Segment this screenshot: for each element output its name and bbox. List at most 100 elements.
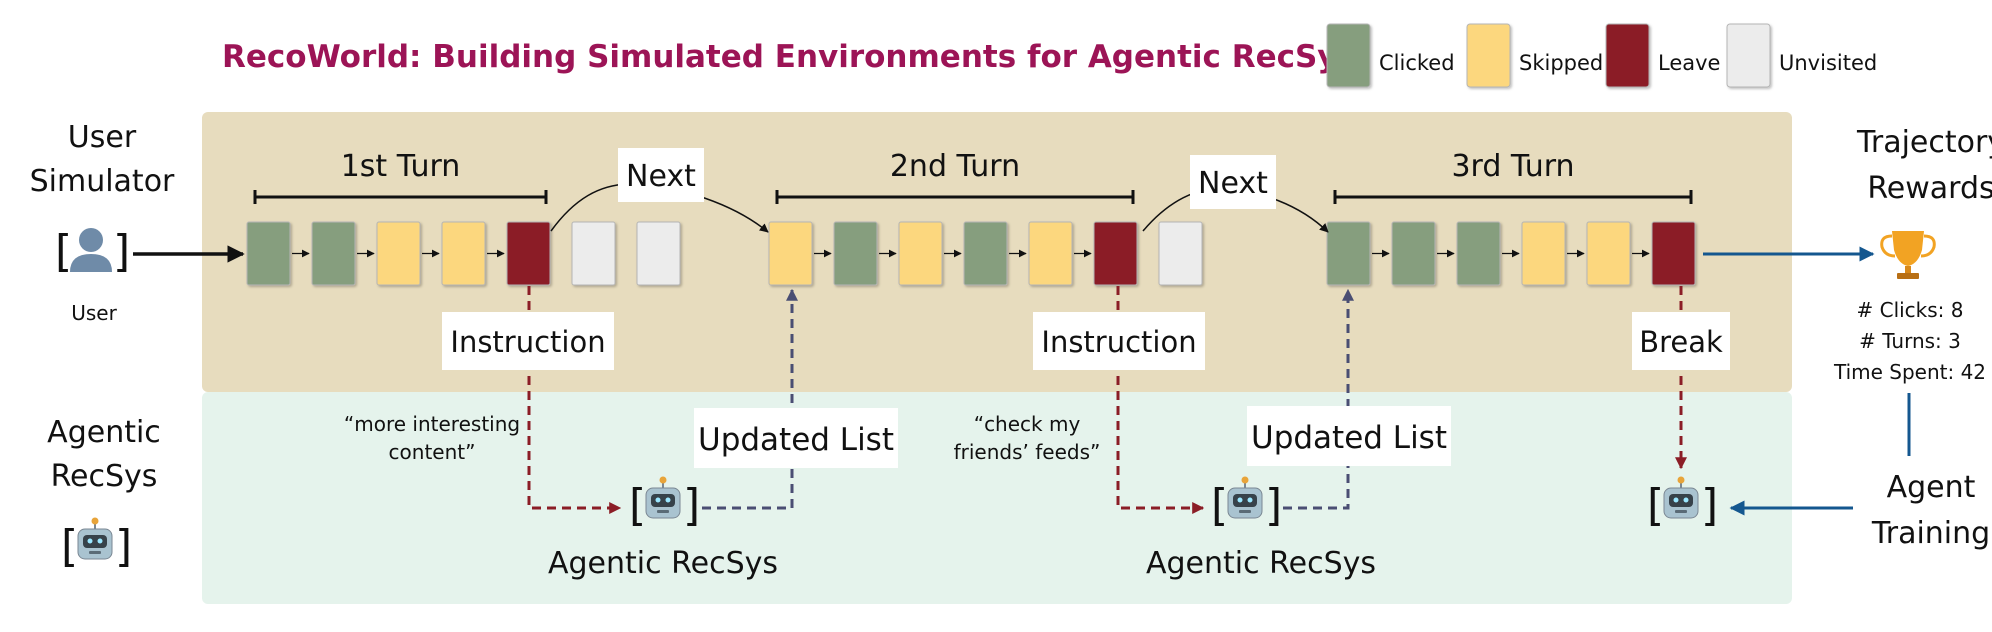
bracket: [ — [61, 521, 78, 572]
updated-list-arrow — [702, 288, 798, 510]
bracket: [ — [629, 480, 646, 531]
robot-icon: [] — [629, 476, 700, 531]
item-clicked — [246, 221, 291, 286]
item-unvisited — [1158, 221, 1203, 286]
item-skipped — [1586, 221, 1631, 286]
trajectory-stat: # Turns: 3 — [1859, 329, 1961, 353]
robot-antenna-tip — [1677, 476, 1685, 484]
updated-list-label: Updated List — [698, 422, 894, 458]
agentic-recsys-label: Agentic RecSys — [1146, 546, 1376, 581]
robot-eye — [87, 538, 93, 544]
item-leave — [506, 221, 551, 286]
user-icon: [ ] — [55, 226, 130, 277]
bracket: ] — [115, 521, 132, 572]
item-skipped — [768, 221, 813, 286]
bracket: [ — [1647, 480, 1664, 531]
item-skipped — [441, 221, 486, 286]
updated-list-box — [1247, 406, 1451, 466]
robot-eye — [1673, 497, 1679, 503]
break-label: Break — [1639, 325, 1723, 359]
robot-icon: [] — [1647, 476, 1718, 531]
robot-visor — [83, 535, 107, 548]
instruction-box — [442, 312, 614, 370]
next-label: Next — [626, 159, 696, 194]
legend: Clicked Skipped Leave Unvisited — [1326, 23, 1877, 88]
robot-icon: [] — [61, 517, 132, 572]
svg-text:]: ] — [113, 226, 130, 277]
turn-label: 1st Turn — [341, 149, 461, 184]
turn-label: 2nd Turn — [890, 149, 1020, 184]
item-skipped — [376, 221, 421, 286]
trajectory-stat: Time Spent: 42 — [1833, 360, 1986, 384]
item-clicked — [311, 221, 356, 286]
item-skipped — [1028, 221, 1073, 286]
robot-eye — [665, 497, 671, 503]
item-clicked — [833, 221, 878, 286]
item-leave — [1651, 221, 1696, 286]
user-label: User — [71, 301, 117, 325]
svg-text:[: [ — [55, 226, 72, 277]
robot-icon: [] — [1211, 476, 1282, 531]
robot-visor — [1233, 494, 1257, 507]
legend-swatch — [1605, 23, 1650, 88]
robot-eye — [97, 538, 103, 544]
robot-visor — [1669, 494, 1693, 507]
legend-label: Leave — [1658, 51, 1720, 75]
legend-swatch — [1726, 23, 1771, 88]
agentic-recsys-label: Agentic RecSys — [548, 546, 778, 581]
robot-antenna-tip — [659, 476, 667, 484]
legend-swatch — [1466, 23, 1511, 88]
robot-mouth — [1239, 510, 1251, 513]
bracket: [ — [1211, 480, 1228, 531]
robot-mouth — [1675, 510, 1687, 513]
trajectory-stat: # Clicks: 8 — [1856, 298, 1963, 322]
item-clicked — [1456, 221, 1501, 286]
robot-mouth — [89, 551, 101, 554]
item-skipped — [898, 221, 943, 286]
bracket: ] — [683, 480, 700, 531]
item-unvisited — [636, 221, 681, 286]
item-unvisited — [571, 221, 616, 286]
instruction-label: Instruction — [450, 325, 605, 359]
robot-eye — [1237, 497, 1243, 503]
item-leave — [1093, 221, 1138, 286]
next-box — [1190, 155, 1276, 209]
instruction-label: Instruction — [1041, 325, 1196, 359]
bracket: ] — [1265, 480, 1282, 531]
robot-mouth — [657, 510, 669, 513]
robot-visor — [651, 494, 675, 507]
legend-label: Clicked — [1379, 51, 1455, 75]
updated-list-box — [694, 408, 898, 468]
item-skipped — [1521, 221, 1566, 286]
turns: 1st Turn 2nd Turn 3rd Turn — [246, 149, 1696, 286]
legend-swatch — [1326, 23, 1371, 88]
legend-label: Unvisited — [1779, 51, 1877, 75]
instruction-box — [1033, 312, 1205, 370]
next-label: Next — [1198, 166, 1268, 201]
item-clicked — [1326, 221, 1371, 286]
diagram-title: RecoWorld: Building Simulated Environmen… — [222, 39, 1356, 75]
trophy-icon — [1880, 231, 1936, 279]
next-box — [618, 148, 704, 202]
item-clicked — [963, 221, 1008, 286]
robot-eye — [655, 497, 661, 503]
instruction-arrow — [1116, 286, 1205, 514]
item-clicked — [1391, 221, 1436, 286]
robot-eye — [1247, 497, 1253, 503]
break-box — [1632, 312, 1730, 370]
robot-eye — [1683, 497, 1689, 503]
bracket: ] — [1701, 480, 1718, 531]
legend-label: Skipped — [1519, 51, 1603, 75]
trajectory-stats: # Clicks: 8 # Turns: 3 Time Spent: 42 — [1833, 298, 1986, 384]
robot-antenna-tip — [1241, 476, 1249, 484]
updated-list-arrow — [1283, 288, 1354, 510]
turn-label: 3rd Turn — [1451, 149, 1574, 184]
